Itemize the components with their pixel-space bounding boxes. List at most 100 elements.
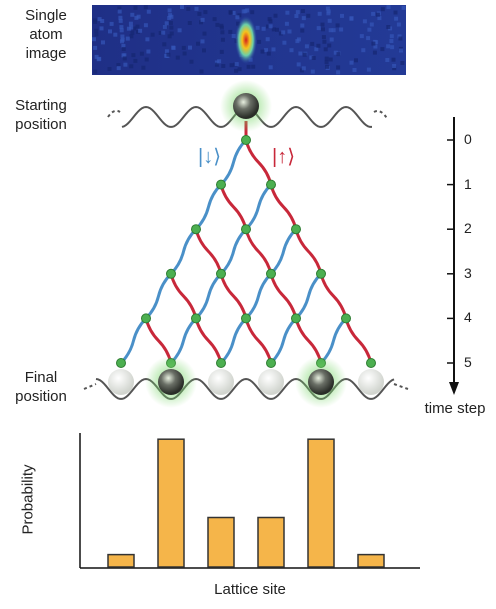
wave-end-dash [107,109,121,118]
noise-speckle [324,56,329,61]
noise-speckle [164,21,169,26]
noise-speckle [122,53,127,58]
time-tick-label: 5 [464,354,472,370]
noise-speckle [203,10,208,15]
noise-speckle [131,53,136,58]
noise-speckle [214,60,219,65]
walk-edge-spin-up [269,184,298,230]
noise-speckle [175,55,180,60]
noise-speckle [321,35,326,40]
noise-speckle [323,47,328,52]
noise-speckle [166,52,171,57]
time-tick-label: 0 [464,131,472,147]
noise-speckle [329,37,334,42]
noise-speckle [143,23,148,28]
noise-speckle [301,16,306,21]
noise-speckle [92,37,96,42]
noise-speckle [301,66,306,71]
noise-speckle [309,55,314,60]
time-tick-label: 1 [464,175,472,192]
time-step-label: time step [424,400,486,417]
noise-speckle [340,13,344,18]
noise-speckle [390,45,395,50]
noise-speckle [188,45,192,50]
noise-speckle [377,16,382,21]
noise-speckle [119,28,124,33]
noise-speckle [386,25,391,29]
noise-speckle [400,61,405,65]
walk-edge-spin-up [269,273,298,319]
noise-speckle [257,39,262,44]
noise-speckle [169,31,174,36]
noise-speckle [181,45,186,50]
noise-speckle [135,24,140,29]
noise-speckle [328,28,333,33]
noise-speckle [121,47,126,51]
noise-speckle [325,6,330,11]
noise-speckle [380,7,385,12]
noise-speckle [130,12,135,17]
walk-edge-spin-up [169,273,198,319]
noise-speckle [399,48,403,53]
noise-speckle [229,63,234,68]
noise-speckle [352,68,357,72]
noise-speckle [336,52,341,57]
noise-speckle [231,34,236,38]
noise-speckle [122,56,127,61]
noise-speckle [298,51,303,56]
noise-speckle [128,21,133,26]
noise-speckle [187,21,192,25]
walk-edge-spin-down [219,138,248,186]
noise-speckle [101,40,105,45]
noise-speckle [268,24,273,29]
walk-node [266,179,276,190]
noise-speckle [97,17,102,22]
bar [207,516,235,568]
walk-node [191,224,201,235]
noise-speckle [322,39,327,44]
time-tick-label: 3 [464,264,472,281]
time-axis [447,117,459,395]
walk-edge-spin-down [194,272,223,320]
noise-speckle [295,10,300,15]
noise-speckle [182,51,187,56]
walk-edge-spin-up [219,184,248,230]
noise-speckle [354,58,358,63]
walk-node [216,358,226,368]
time-tick-label: 2 [464,220,472,237]
bars [107,438,385,568]
noise-speckle [321,27,325,32]
noise-speckle [366,36,371,41]
noise-speckle [237,67,242,72]
noise-speckle [306,13,311,18]
single-atom-image-label: Single atom image [25,7,67,62]
noise-speckle [167,34,172,39]
noise-speckle [231,11,236,15]
noise-speckle [133,5,138,10]
noise-speckle [266,51,271,56]
noise-speckle [374,40,379,45]
walk-edge-spin-down [219,317,248,365]
starting-position-label: Starting position [15,97,67,133]
walk-edge-spin-up [294,228,323,275]
noise-speckle [164,49,169,54]
walk-edge-spin-down [194,183,223,231]
noise-speckle [135,29,140,34]
noise-speckle [109,21,114,26]
walk-node [116,358,126,368]
final-atom [358,369,384,395]
probability-chart [79,433,420,569]
atoms [108,80,384,408]
noise-speckle [120,34,125,39]
walk-node [291,313,301,324]
bar [307,438,335,568]
spin-down-label: |↓⟩ [198,146,221,168]
walk-edge-spin-up [319,273,348,319]
walk-node [316,268,326,279]
noise-speckle [349,60,354,65]
noise-speckle [220,30,225,35]
noise-speckle [129,64,134,69]
noise-speckle [199,69,204,74]
walk-edge-spin-down [244,183,273,231]
noise-speckle [143,5,148,10]
